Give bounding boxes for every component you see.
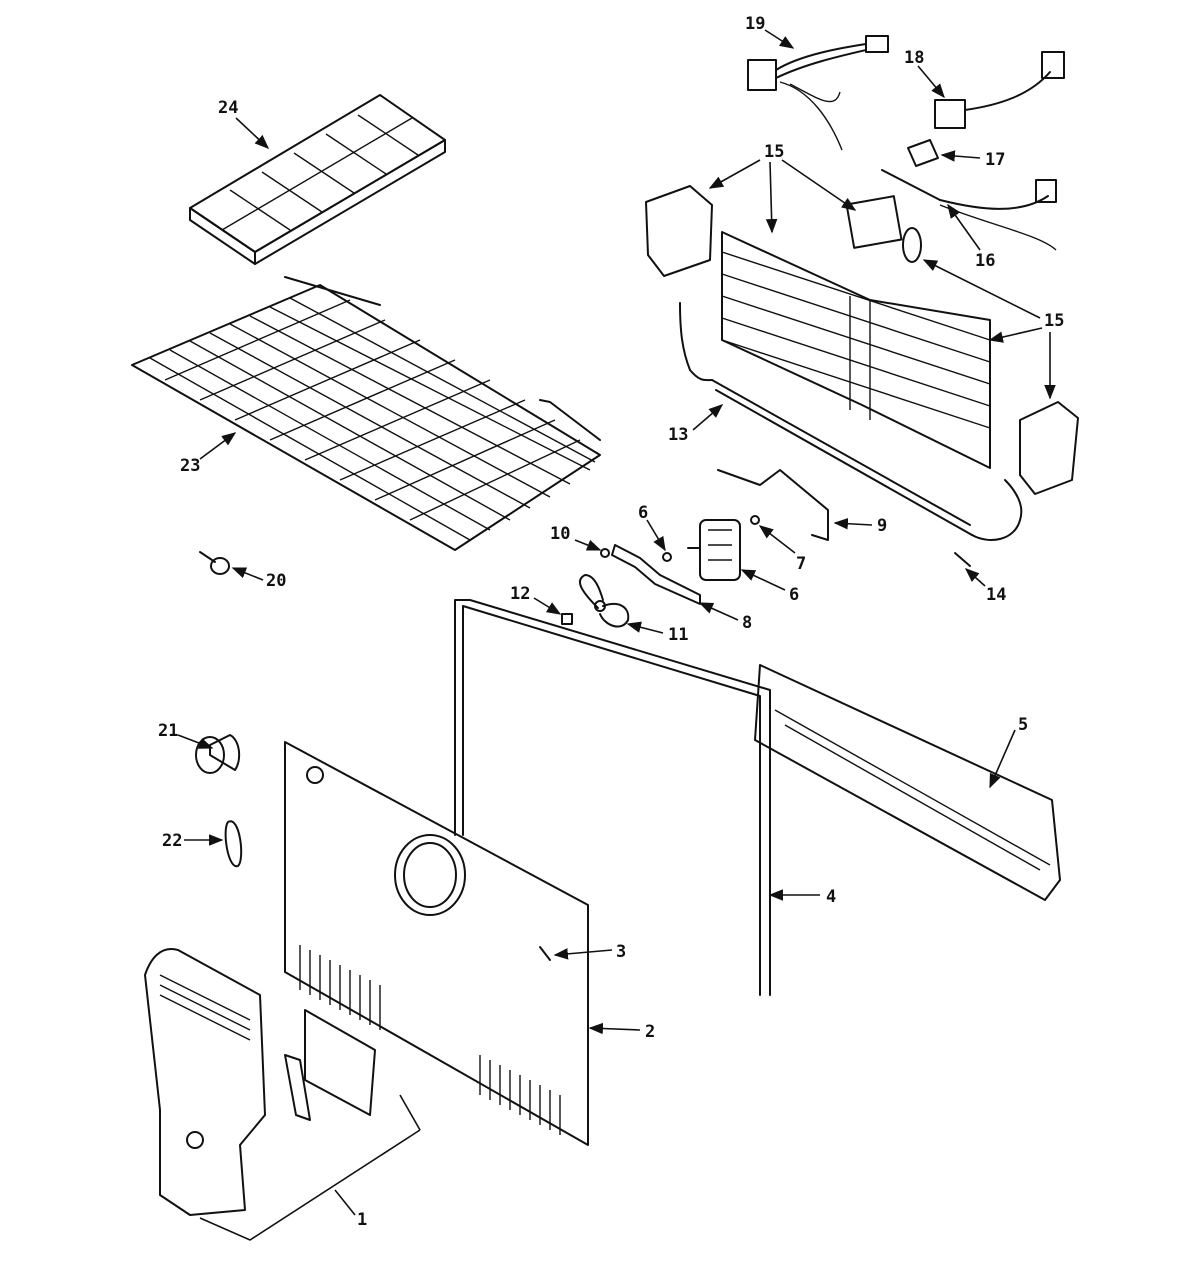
svg-text:12: 12 xyxy=(510,584,530,604)
svg-text:21: 21 xyxy=(158,721,178,741)
fan-motor-part xyxy=(687,519,741,581)
svg-text:1: 1 xyxy=(357,1210,367,1230)
callout-4: 4 xyxy=(768,887,836,907)
svg-text:6: 6 xyxy=(789,585,799,605)
callout-2: 2 xyxy=(588,1022,655,1042)
svg-text:11: 11 xyxy=(668,625,688,645)
fan-blade-part xyxy=(578,574,630,628)
ice-tray-part xyxy=(189,94,446,265)
svg-text:10: 10 xyxy=(550,524,570,544)
harness-part-18 xyxy=(934,51,1065,129)
callout-8: 8 xyxy=(698,602,752,633)
svg-text:6: 6 xyxy=(638,503,648,523)
svg-text:9: 9 xyxy=(877,516,887,536)
motor-bracket-part xyxy=(611,544,701,605)
lens-part xyxy=(224,820,243,868)
svg-text:15: 15 xyxy=(764,142,784,162)
svg-text:3: 3 xyxy=(616,942,626,962)
wire-shelf-part xyxy=(131,276,601,551)
callout-9: 9 xyxy=(833,516,887,536)
svg-text:19: 19 xyxy=(745,14,765,34)
svg-text:7: 7 xyxy=(796,554,806,574)
callout-7a: 6 xyxy=(638,503,666,552)
svg-text:15: 15 xyxy=(1044,311,1064,331)
svg-text:20: 20 xyxy=(266,571,286,591)
screw-part-3 xyxy=(539,946,551,961)
callout-12: 12 xyxy=(510,584,562,615)
callout-24: 24 xyxy=(218,98,270,149)
callout-5: 5 xyxy=(989,715,1028,789)
nut-part-7a xyxy=(662,552,672,562)
callout-15-right: 15 xyxy=(922,259,1064,400)
callout-19: 19 xyxy=(745,14,795,49)
nut-part-7b xyxy=(750,515,760,525)
callout-17: 17 xyxy=(940,150,1005,170)
callout-13: 13 xyxy=(668,404,724,445)
callout-22: 22 xyxy=(162,831,224,851)
callout-10: 10 xyxy=(550,524,602,551)
callout-11: 11 xyxy=(626,621,688,645)
gasket-part xyxy=(454,599,771,996)
callout-21: 21 xyxy=(158,721,214,749)
defrost-thermostat-part xyxy=(881,169,1057,251)
callout-6-proper: 6 xyxy=(789,585,799,605)
svg-text:8: 8 xyxy=(742,613,752,633)
channel-bracket-part xyxy=(754,664,1061,901)
fan-clip-part xyxy=(561,613,573,625)
evaporator-cover-part xyxy=(284,741,589,1146)
callout-6: 6 6 6 xyxy=(740,569,786,591)
svg-text:18: 18 xyxy=(904,48,924,68)
button-part xyxy=(195,734,241,774)
callout-7b: 7 xyxy=(758,525,806,574)
evaporator-part xyxy=(645,185,1079,495)
svg-text:5: 5 xyxy=(1018,715,1028,735)
svg-text:13: 13 xyxy=(668,425,688,445)
bracket-part-9 xyxy=(717,469,829,541)
svg-text:24: 24 xyxy=(218,98,238,118)
svg-text:23: 23 xyxy=(180,456,200,476)
wire-harness-part xyxy=(747,35,889,151)
svg-text:17: 17 xyxy=(985,150,1005,170)
svg-text:16: 16 xyxy=(975,251,995,271)
callout-3: 3 xyxy=(553,942,626,962)
svg-text:22: 22 xyxy=(162,831,182,851)
callout-14: 14 xyxy=(964,568,1006,605)
svg-text:2: 2 xyxy=(645,1022,655,1042)
svg-text:14: 14 xyxy=(986,585,1006,605)
screw-part-10 xyxy=(600,548,610,558)
callout-15-top: 15 xyxy=(708,142,857,234)
callout-1: 1 xyxy=(199,1094,421,1241)
callout-18: 18 xyxy=(904,48,945,99)
defrost-heater-part xyxy=(679,302,1023,541)
air-duct-assembly-part xyxy=(144,948,376,1216)
callout-16: 16 xyxy=(947,203,995,271)
callout-20: 20 xyxy=(231,567,286,591)
callout-23: 23 xyxy=(180,432,237,476)
plug-part xyxy=(199,551,230,575)
clip-part xyxy=(907,139,939,167)
screw-part-14 xyxy=(954,552,971,567)
svg-text:4: 4 xyxy=(826,887,836,907)
